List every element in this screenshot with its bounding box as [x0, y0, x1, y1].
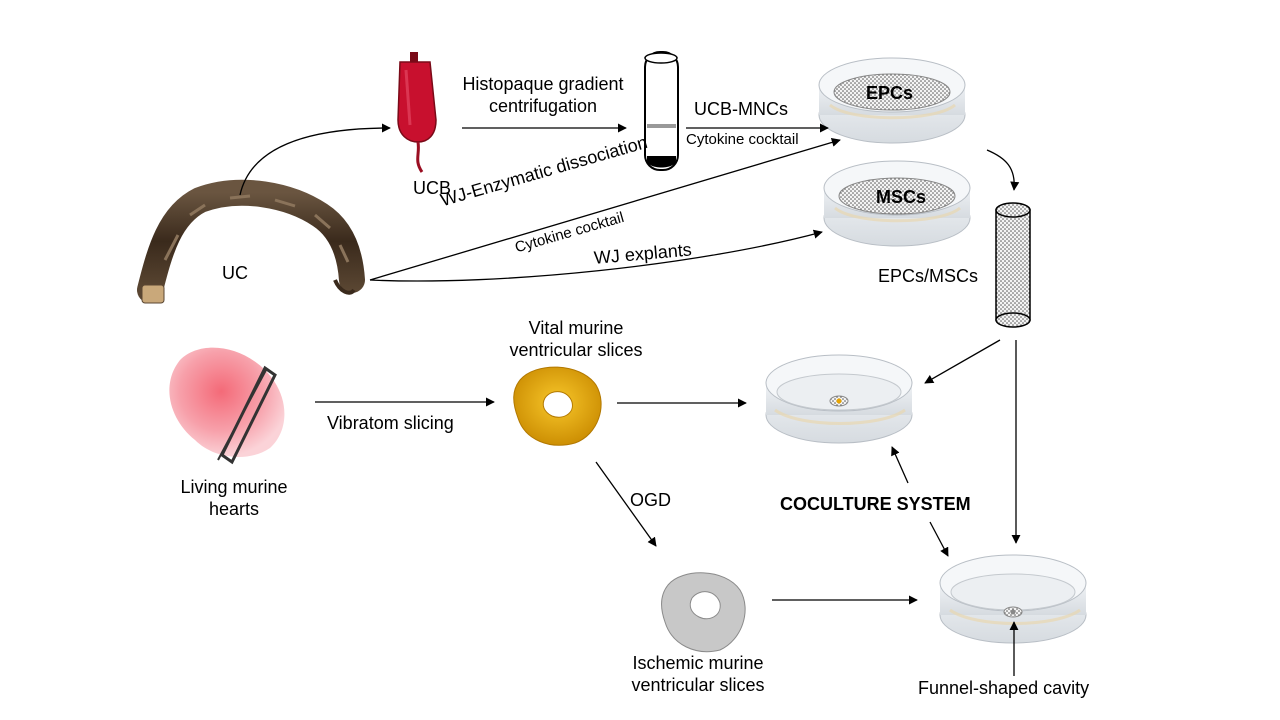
arrow-ogd: [595, 461, 657, 547]
umbilical-cord-image: [137, 179, 365, 304]
mscs-dish-image: [823, 160, 971, 247]
label-vibratom: Vibratom slicing: [327, 413, 454, 433]
arrow-uc-to-epcs: [369, 137, 841, 281]
flow-arrows: [239, 123, 1021, 676]
label-epcs-mscs: EPCs/MSCs: [878, 266, 979, 286]
label-ogd: OGD: [630, 490, 672, 510]
blood-bag-image: [397, 52, 437, 173]
arrow-dishes-to-cylinder: [986, 149, 1020, 191]
label-ucb-mncs: UCB-MNCs: [694, 99, 788, 119]
label-ischemic-line1: Ischemic murine: [632, 653, 764, 673]
label-mscs: MSCs: [876, 187, 927, 207]
label-histopaque: Histopaque gradient centrifugation: [453, 73, 633, 117]
arrow-coculture-up: [891, 446, 909, 484]
label-uc: UC: [222, 263, 248, 283]
label-ischemic-slices: Ischemic murine ventricular slices: [612, 652, 784, 696]
label-vital-line1: Vital murine: [528, 318, 624, 338]
vital-slice-image: [513, 366, 602, 446]
coculture-dish-vital: [765, 354, 913, 444]
label-histopaque-line2: centrifugation: [488, 96, 598, 116]
murine-heart-image: [169, 347, 285, 465]
label-vital-slices: Vital murine ventricular slices: [496, 317, 656, 361]
arrow-coculture-down: [929, 521, 949, 557]
label-histopaque-line1: Histopaque gradient: [462, 74, 624, 94]
epcs-dish-image: [818, 57, 966, 144]
label-epcs: EPCs: [866, 83, 914, 103]
label-living-line2: hearts: [208, 499, 260, 519]
label-living-hearts: Living murine hearts: [164, 476, 304, 520]
coculture-dish-ischemic: [939, 554, 1087, 644]
label-funnel-cavity: Funnel-shaped cavity: [918, 678, 1090, 698]
label-cytokine-cocktail-top: Cytokine cocktail: [686, 131, 799, 148]
label-ischemic-line2: ventricular slices: [631, 675, 765, 695]
arrow-cylinder-to-dish1: [924, 339, 1001, 384]
label-coculture-system: COCULTURE SYSTEM: [780, 494, 971, 514]
arrow-uc-to-ucb: [239, 123, 391, 196]
ischemic-slice-image: [661, 572, 746, 653]
centrifuge-tube-image: [644, 51, 679, 171]
label-living-line1: Living murine: [180, 477, 288, 497]
cell-suspension-cylinder: [995, 202, 1031, 328]
label-ucb: UCB: [413, 178, 452, 198]
arrow-uc-to-mscs: [369, 229, 823, 282]
label-vital-line2: ventricular slices: [509, 340, 643, 360]
